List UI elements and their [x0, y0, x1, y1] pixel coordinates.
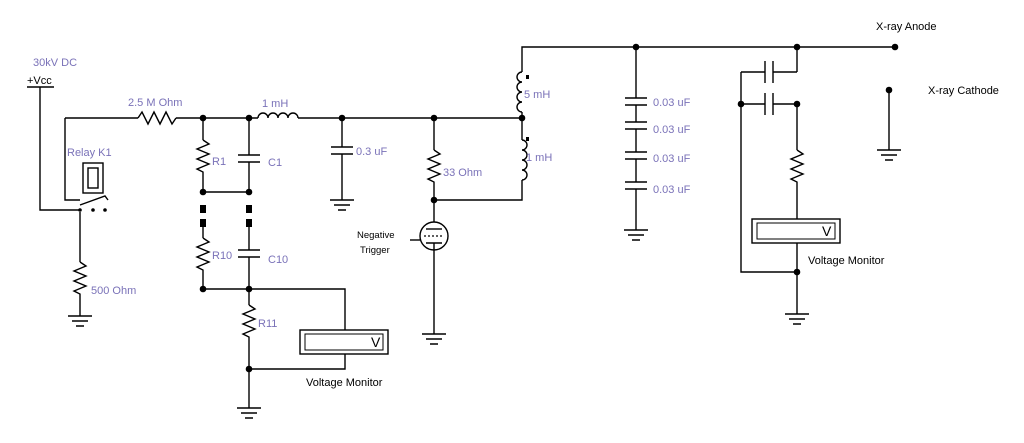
- ellipsis-right-1: [246, 205, 252, 213]
- capacitor-bank: 0.03 uF 0.03 uF 0.03 uF 0.03 uF: [624, 43, 691, 241]
- inductor-l3: [521, 139, 528, 181]
- divider-resistor: [789, 149, 805, 219]
- l2-dot-marker: [526, 75, 529, 79]
- r11-label: R11: [258, 318, 277, 330]
- node-divider-left: [737, 100, 745, 108]
- relay-k1: Relay K1 500 Ohm: [64, 118, 136, 327]
- tube-cathode: [426, 242, 442, 250]
- bank-cap2-label: 0.03 uF: [653, 124, 691, 136]
- monitor2-window: [756, 222, 836, 240]
- relay-contact-pin-b: [91, 208, 95, 212]
- inductor-l1: [257, 112, 299, 119]
- node-stage1-right: [245, 188, 253, 196]
- inductor-l3-label: 1 mH: [526, 152, 552, 164]
- marx-ladder: R1 C1 R10 C10 R11: [195, 118, 346, 419]
- inductor-l2-label: 5 mH: [524, 89, 550, 101]
- bank-cap1-label: 0.03 uF: [653, 97, 691, 109]
- node-bottom-left: [199, 285, 207, 293]
- node-stage1-left: [199, 188, 207, 196]
- ground-main-cap: [330, 199, 354, 211]
- inductor-l1-label: 1 mH: [262, 98, 288, 110]
- monitor1-label: Voltage Monitor: [306, 377, 383, 389]
- resistor-500-ohm: [72, 261, 88, 316]
- relay-label: Relay K1: [67, 147, 112, 159]
- l3-dot-marker: [526, 137, 529, 141]
- bank-cap3-label: 0.03 uF: [653, 153, 691, 165]
- relay-feed-wire: [64, 118, 80, 201]
- divider-left-wire: [740, 72, 797, 273]
- main-capacitor: 0.3 uF: [330, 118, 387, 211]
- ground-ladder: [237, 407, 261, 419]
- resistor-2-5-mohm: [137, 110, 177, 126]
- resistor-500-label: 500 Ohm: [91, 285, 136, 297]
- c10-label: C10: [268, 254, 288, 266]
- ellipsis-left-1: [200, 205, 206, 213]
- supply-section: 30kV DC +Vcc: [27, 57, 80, 211]
- c1-label: C1: [268, 157, 282, 169]
- inductor-stack: 5 mH 1 mH: [516, 46, 895, 181]
- vcc-wire: [39, 87, 80, 211]
- trigger-label-line1: Negative: [357, 230, 395, 241]
- ground-tube: [422, 333, 446, 345]
- relay-contact-pin-a: [78, 208, 82, 212]
- monitor2-label: Voltage Monitor: [808, 255, 885, 267]
- monitor2-symbol: V: [822, 223, 832, 239]
- ground-xray: [877, 149, 901, 161]
- relay-coil: [87, 167, 99, 189]
- resistor-33-ohm: [426, 149, 442, 200]
- main-cap-label: 0.3 uF: [356, 146, 387, 158]
- resistor-r1: [195, 139, 211, 192]
- resistor-r10: [195, 237, 211, 289]
- relay-contact-pin-c: [103, 208, 107, 212]
- vcc-label: +Vcc: [27, 75, 52, 87]
- resistor-charge-label: 2.5 M Ohm: [128, 97, 182, 109]
- anode-rail: [521, 46, 895, 72]
- relay-coil-frame: [82, 162, 104, 194]
- trigger-section: 33 Ohm Negative Trigger: [357, 118, 523, 345]
- trigger-label-line2: Trigger: [360, 245, 390, 256]
- r10-label: R10: [212, 250, 232, 262]
- xray-anode-label: X-ray Anode: [876, 21, 937, 33]
- relay-contact: [79, 195, 109, 206]
- monitor1-window: [304, 333, 384, 351]
- node-monitor2-bottom: [793, 268, 801, 276]
- ground-relay: [68, 315, 92, 327]
- grid-return-wire: [434, 180, 523, 201]
- xray-anode-terminal: [891, 43, 899, 51]
- xray-cathode-label: X-ray Cathode: [928, 85, 999, 97]
- resistor-33-label: 33 Ohm: [443, 167, 482, 179]
- ground-cap-bank: [624, 229, 648, 241]
- voltage-monitor-1: V Voltage Monitor: [299, 329, 389, 389]
- resistor-r11: [241, 304, 257, 369]
- supply-voltage-label: 30kV DC: [33, 57, 77, 69]
- inductor-l2: [516, 71, 523, 113]
- bank-cap4-label: 0.03 uF: [653, 184, 691, 196]
- voltage-monitor-2-divider: V Voltage Monitor: [737, 43, 885, 325]
- monitor1-return-wire: [249, 354, 346, 370]
- ground-monitor2: [785, 313, 809, 325]
- charge-path: 2.5 M Ohm 1 mH: [65, 97, 526, 126]
- xray-terminals: X-ray Anode X-ray Cathode: [876, 21, 999, 161]
- r1-label: R1: [212, 156, 226, 168]
- ellipsis-right-2: [246, 219, 252, 227]
- monitor1-symbol: V: [371, 334, 381, 350]
- ellipsis-left-2: [200, 219, 206, 227]
